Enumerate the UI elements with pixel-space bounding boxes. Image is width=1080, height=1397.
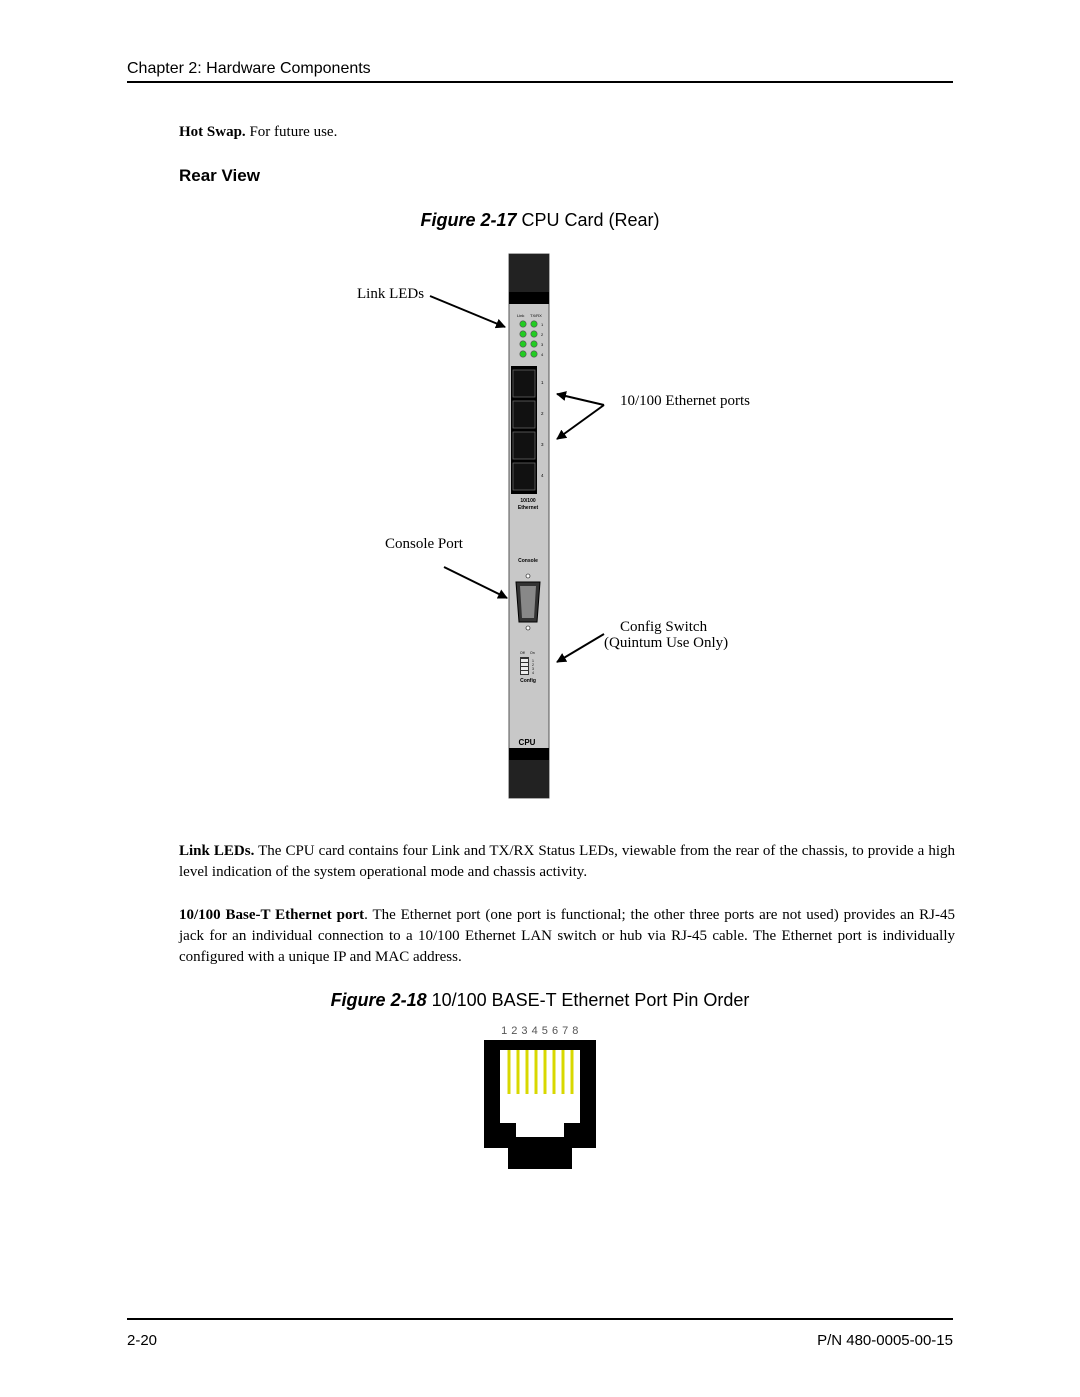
arrow-console-port — [443, 566, 508, 599]
callout-quintum-use: (Quintum Use Only) — [604, 635, 728, 651]
arrow-config-switch — [556, 633, 605, 663]
part-number: P/N 480-0005-00-15 — [817, 1332, 953, 1349]
ethernet-port-3 — [512, 431, 536, 460]
footer-rule — [127, 1318, 953, 1320]
config-label: Config — [520, 678, 536, 684]
card-bottom-handle — [509, 760, 549, 798]
figure-18-number: Figure 2-18 — [330, 990, 427, 1010]
header-rule — [127, 81, 953, 83]
ethernet-port-4 — [512, 462, 536, 491]
ethernet-ports — [512, 369, 536, 491]
led-row-4: 4 — [541, 352, 544, 357]
callout-config-switch: Config Switch — [620, 619, 708, 635]
ethernet-label-line1: 10/100 — [520, 498, 536, 504]
switch-number-2: 2 — [532, 663, 534, 667]
led-header-txrx: TX/RX — [530, 313, 542, 318]
card-bottom-band — [509, 748, 549, 760]
figure-17-title: CPU Card (Rear) — [516, 210, 660, 230]
led-header-link: Link — [517, 313, 524, 318]
console-screw-top — [525, 573, 531, 579]
arrow-ethernet-lower — [556, 404, 605, 440]
switch-number-4: 4 — [532, 671, 534, 675]
cpu-card-figure: Link TX/RX 1 2 3 4 1 2 3 4 10/100 Ethern… — [357, 253, 750, 799]
switch-number-1: 1 — [532, 659, 534, 663]
pin-numbers: 1 2 3 4 5 6 7 8 — [501, 1025, 579, 1037]
card-top-band — [509, 292, 549, 304]
callout-console-port: Console Port — [385, 536, 464, 552]
ethernet-port-2 — [512, 400, 536, 429]
figure-17-caption: Figure 2-17 CPU Card (Rear) — [0, 210, 1080, 231]
ethernet-paragraph: 10/100 Base-T Ethernet port. The Etherne… — [179, 905, 955, 968]
ethernet-text: . The Ethernet port (one port is functio… — [179, 907, 955, 965]
led-row-2: 2 — [541, 332, 544, 337]
rj45-figure: 1 2 3 4 5 6 7 8 — [484, 1025, 596, 1169]
port-number-3: 3 — [541, 442, 544, 447]
led-link-2 — [519, 330, 527, 338]
chapter-header: Chapter 2: Hardware Components — [127, 60, 371, 77]
card-faceplate — [508, 253, 550, 799]
page-number: 2-20 — [127, 1332, 158, 1349]
figure-17-number: Figure 2-17 — [420, 210, 517, 230]
port-number-1: 1 — [541, 380, 544, 385]
callout-ethernet-ports: 10/100 Ethernet ports — [620, 393, 750, 409]
hot-swap-paragraph: Hot Swap. For future use. — [179, 124, 337, 141]
hot-swap-term: Hot Swap. — [179, 124, 246, 140]
arrow-ethernet-upper — [556, 391, 605, 406]
callout-link-leds: Link LEDs — [357, 286, 424, 302]
port-number-2: 2 — [541, 411, 544, 416]
link-leds-term: Link LEDs. — [179, 843, 255, 859]
port-number-4: 4 — [541, 473, 544, 478]
console-port-inner — [520, 586, 536, 618]
rj45-jack-opening — [500, 1050, 580, 1137]
cpu-label: CPU — [519, 738, 536, 747]
ethernet-term: 10/100 Base-T Ethernet port — [179, 907, 365, 923]
arrow-link-leds — [429, 295, 506, 329]
led-link-4 — [519, 350, 527, 358]
figure-18-title: 10/100 BASE-T Ethernet Port Pin Order — [426, 990, 750, 1010]
led-row-1: 1 — [541, 322, 544, 327]
led-row-3: 3 — [541, 342, 544, 347]
led-txrx-2 — [530, 330, 538, 338]
led-txrx-1 — [530, 320, 538, 328]
switch-off-label: Off — [520, 651, 525, 655]
switch-number-3: 3 — [532, 667, 534, 671]
ethernet-label-line2: Ethernet — [518, 505, 539, 511]
switch-on-label: On — [530, 651, 535, 655]
rj45-pins — [507, 1050, 574, 1094]
link-leds-text: The CPU card contains four Link and TX/R… — [179, 843, 955, 880]
card-top-handle — [509, 254, 549, 292]
ethernet-port-1 — [512, 369, 536, 398]
section-title: Rear View — [179, 166, 260, 185]
led-link-1 — [519, 320, 527, 328]
link-leds — [519, 320, 538, 358]
link-leds-paragraph: Link LEDs. The CPU card contains four Li… — [179, 841, 955, 883]
switch-2 — [521, 663, 528, 666]
switch-1 — [521, 659, 528, 662]
led-link-3 — [519, 340, 527, 348]
led-txrx-3 — [530, 340, 538, 348]
console-label: Console — [518, 558, 538, 564]
figure-18-caption: Figure 2-18 10/100 BASE-T Ethernet Port … — [0, 990, 1080, 1011]
switch-4 — [521, 671, 528, 674]
console-screw-bottom — [525, 625, 531, 631]
led-txrx-4 — [530, 350, 538, 358]
switch-3 — [521, 667, 528, 670]
hot-swap-text: For future use. — [245, 124, 338, 140]
